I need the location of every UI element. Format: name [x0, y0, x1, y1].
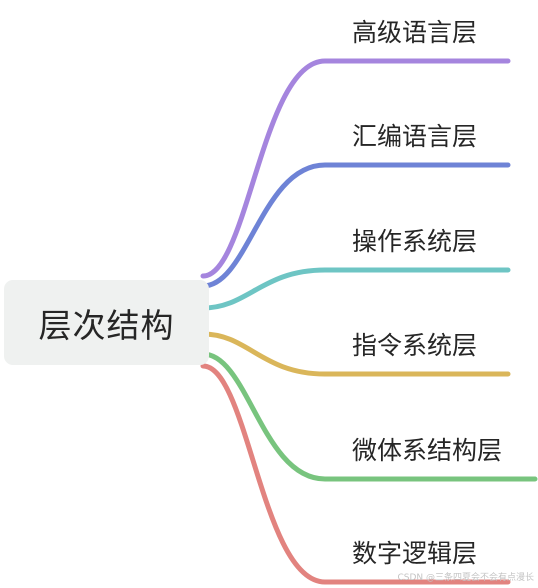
- branch-label-4[interactable]: 指令系统层: [352, 331, 478, 360]
- connector-branch-4: [200, 331, 511, 377]
- watermark: CSDN @三条四夏会不会有点漫长: [397, 573, 534, 583]
- connector-branch-5: [200, 351, 538, 482]
- connector-branch-1: [200, 58, 511, 279]
- connector-branch-2: [200, 162, 511, 289]
- connector-branch-6: [200, 363, 511, 585]
- branch-label-6[interactable]: 数字逻辑层: [352, 539, 478, 568]
- root-node[interactable]: 层次结构: [4, 280, 209, 365]
- branch-label-3[interactable]: 操作系统层: [352, 227, 478, 256]
- connector-branch-3: [200, 267, 511, 311]
- branch-label-2[interactable]: 汇编语言层: [352, 122, 478, 151]
- root-node-label: 层次结构: [38, 305, 175, 345]
- branch-label-1[interactable]: 高级语言层: [352, 18, 478, 47]
- branch-label-5[interactable]: 微体系结构层: [352, 436, 503, 465]
